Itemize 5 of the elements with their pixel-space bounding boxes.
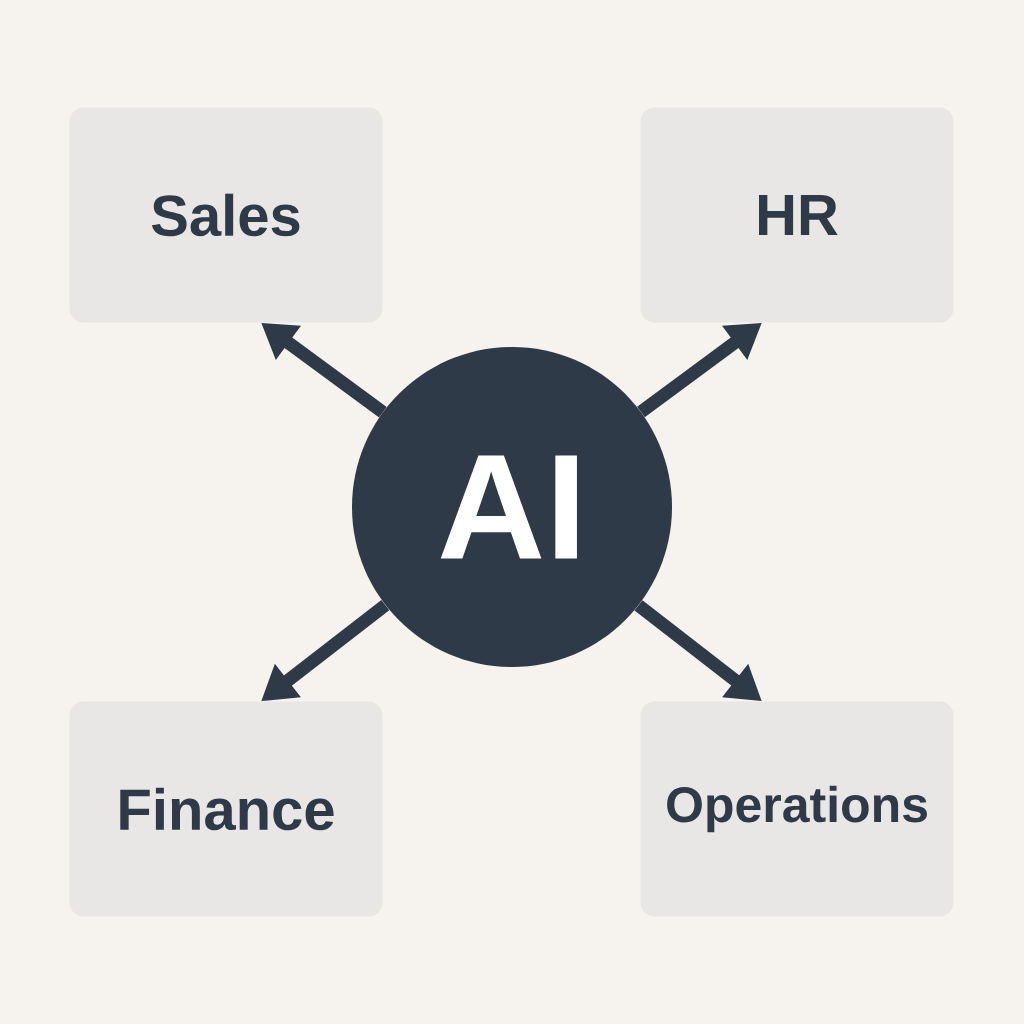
circle-node: AI (352, 347, 672, 667)
department-box: HR (640, 107, 954, 323)
department-box: Operations (640, 701, 954, 917)
department-box: Finance (69, 701, 383, 917)
department-box: Sales (69, 107, 383, 323)
